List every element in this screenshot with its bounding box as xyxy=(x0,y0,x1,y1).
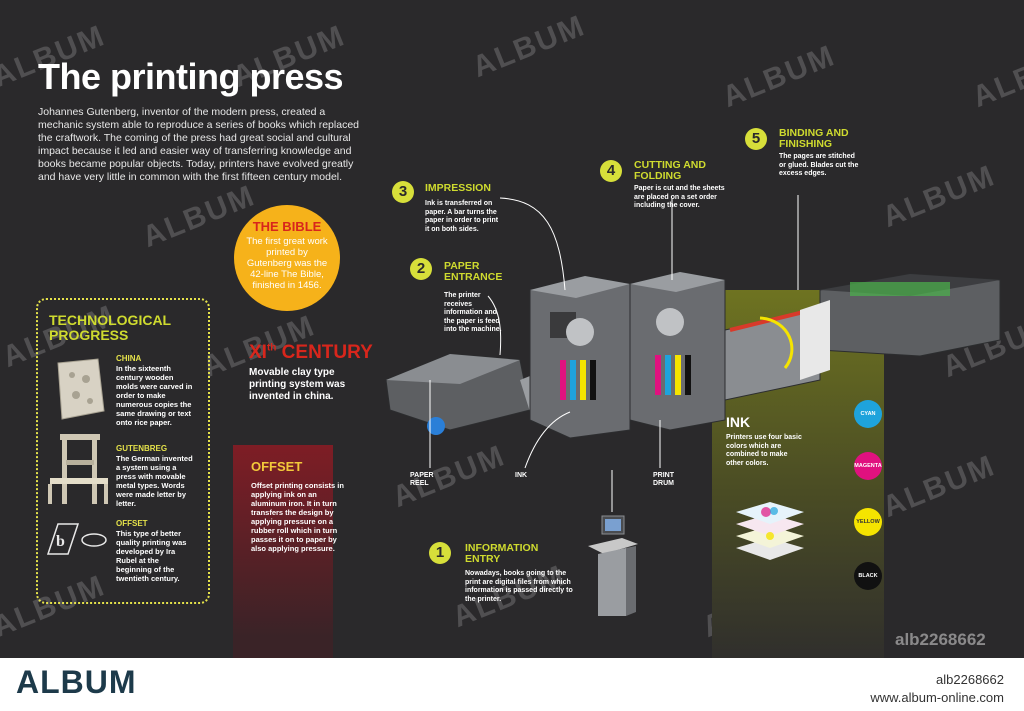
ink-panel-title: INK xyxy=(726,414,751,430)
ink-panel-text: Printers use four basic colors which are… xyxy=(726,434,802,467)
magenta-label: MAGENTA xyxy=(854,463,882,469)
offset-panel-title: OFFSET xyxy=(251,459,303,474)
image-code-watermark: alb2268662 xyxy=(895,630,986,649)
computer-terminal-icon xyxy=(588,515,638,616)
magenta-circle: MAGENTA xyxy=(854,452,882,480)
step-3-title: IMPRESSION xyxy=(425,182,491,194)
china-label: CHINA xyxy=(116,354,142,363)
tech-progress-box xyxy=(36,298,210,604)
step-3-number: 3 xyxy=(392,181,414,203)
century-title-b: CENTURY xyxy=(276,342,373,363)
step-4-text: Paper is cut and the sheets are placed o… xyxy=(634,185,725,209)
paper-reel-label: PAPER REEL xyxy=(410,472,434,487)
cyan-circle: CYAN xyxy=(854,400,882,428)
step-2-text: The printer receives information and the… xyxy=(444,292,502,333)
step-3-text: Ink is transferred on paper. A bar turns… xyxy=(425,200,499,233)
footer-image-code: alb2268662 xyxy=(936,672,1004,687)
callout-lines xyxy=(429,195,799,512)
century-title: XIth CENTURY xyxy=(249,342,373,364)
gutenberg-press-icon xyxy=(48,434,108,504)
step-4-number: 4 xyxy=(600,160,622,182)
century-title-sup: th xyxy=(266,342,277,354)
ink-label: INK xyxy=(515,472,528,479)
step-1-number: 1 xyxy=(429,542,451,564)
bible-title: THE BIBLE xyxy=(252,219,322,234)
offset-label: OFFSET xyxy=(116,519,148,528)
step-5-title: BINDING AND FINISHING xyxy=(779,127,849,150)
century-title-a: XI xyxy=(249,342,267,363)
step-5-number: 5 xyxy=(745,128,767,150)
infographic: ALBUM ALBUM ALBUM ALBUM ALBUM ALBUM ALBU… xyxy=(0,9,1024,658)
intro-text: Johannes Gutenberg, inventor of the mode… xyxy=(38,106,359,183)
gutenberg-text: The German invented a system using a pre… xyxy=(116,454,193,508)
yellow-label: YELLOW xyxy=(856,519,880,525)
offset-panel: OFFSET Offset printing consists in apply… xyxy=(233,445,344,658)
printing-machine-illustration xyxy=(385,271,1001,439)
china-text: In the sixteenth century wooden molds we… xyxy=(116,364,193,427)
album-logo: ALBUM xyxy=(16,664,137,700)
step-2-title: PAPER ENTRANCE xyxy=(444,260,503,283)
color-sheets-icon xyxy=(736,502,804,560)
footer-url[interactable]: www.album-online.com xyxy=(870,690,1004,705)
tech-progress-title: TECHNOLOGICAL PROGRESS xyxy=(49,312,171,343)
yellow-circle: YELLOW xyxy=(854,508,882,536)
page-title: The printing press xyxy=(38,56,344,97)
svg-text:b: b xyxy=(56,533,65,550)
offset-plate-icon: b xyxy=(46,523,107,555)
step-1-text: Nowadays, books going to the print are d… xyxy=(465,570,573,603)
step-1-title: INFORMATION ENTRY xyxy=(465,542,539,565)
century-text: Movable clay type printing system was in… xyxy=(249,367,346,402)
print-drum-label: PRINT DRUM xyxy=(653,472,674,487)
black-circle: BLACK xyxy=(854,562,882,590)
clay-type-icon xyxy=(57,358,105,420)
footer: ALBUM alb2268662 www.album-online.com xyxy=(0,658,1024,711)
step-2-number: 2 xyxy=(410,258,432,280)
bible-text: The first great work printed by Gutenber… xyxy=(246,236,328,291)
step-5-text: The pages are stitched or glued. Blades … xyxy=(779,153,859,177)
cyan-label: CYAN xyxy=(860,411,876,417)
offset-panel-text: Offset printing consists in applying ink… xyxy=(251,481,344,553)
offset-text: This type of better quality printing was… xyxy=(116,529,187,583)
bible-badge: THE BIBLE The first great work printed b… xyxy=(234,205,340,311)
step-4-title: CUTTING AND FOLDING xyxy=(634,159,706,182)
gutenberg-label: GUTENBREG xyxy=(116,444,168,453)
black-label: BLACK xyxy=(858,573,878,579)
